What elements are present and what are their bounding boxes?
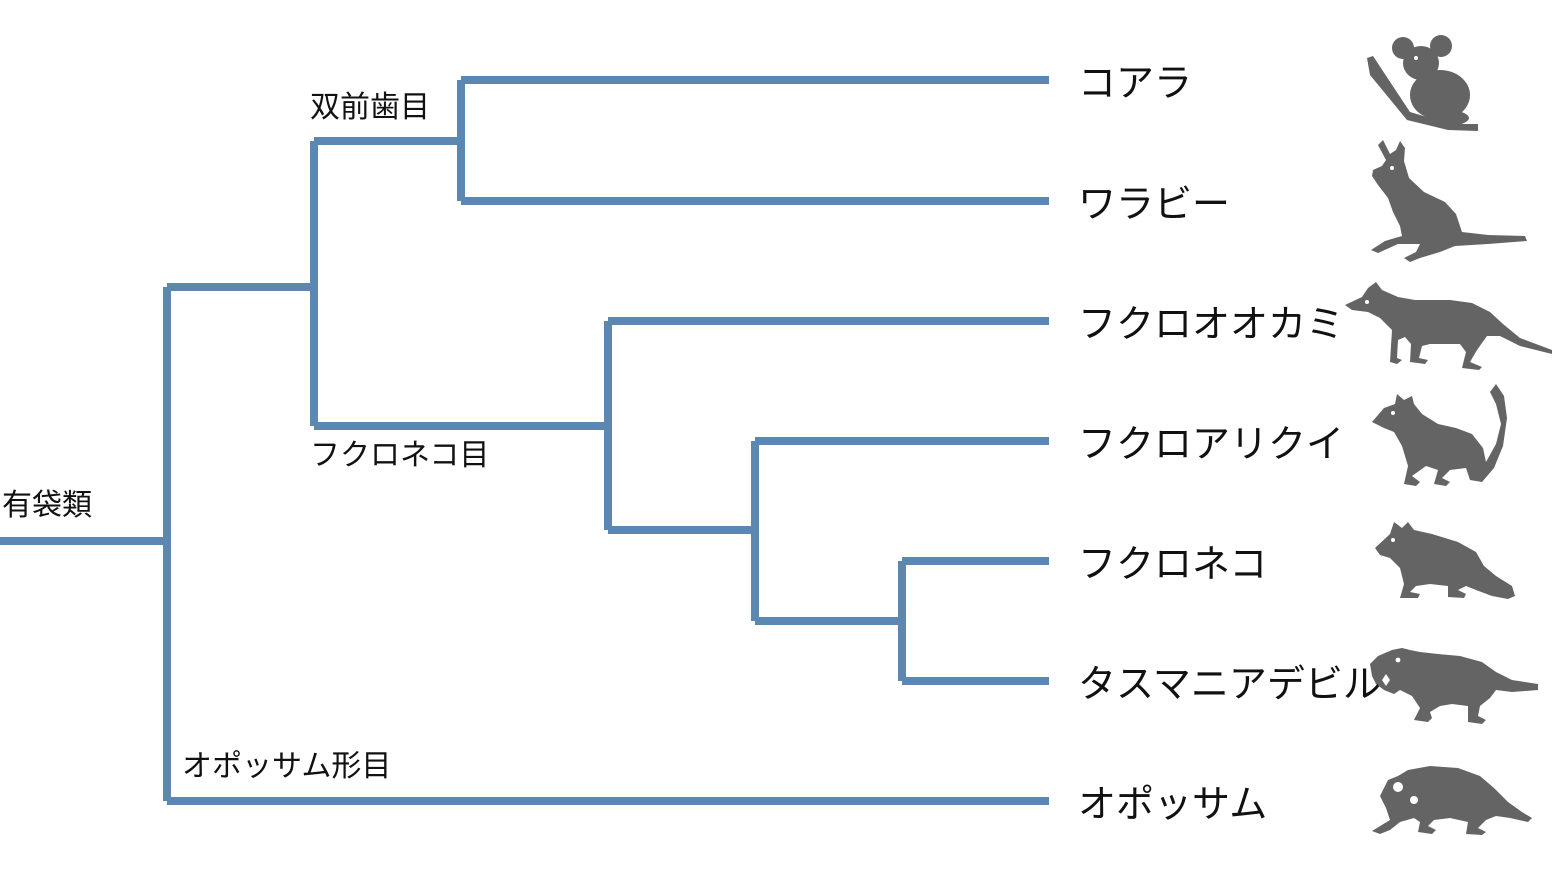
taxon-label-koala: コアラ <box>1078 61 1193 105</box>
tasmanian-devil-icon <box>1370 648 1538 724</box>
opossum-icon <box>1372 766 1532 835</box>
taxon-label-wallaby: ワラビー <box>1078 182 1231 226</box>
clade-label-didelphimorphia: オポッサム形目 <box>182 749 392 784</box>
tree-branches <box>0 76 1049 805</box>
taxon-label-thylacine: フクロオオカミ <box>1078 302 1345 346</box>
taxon-label-numbat: フクロアリクイ <box>1078 422 1345 466</box>
quoll-icon <box>1375 522 1515 599</box>
taxon-label-quoll: フクロネコ <box>1078 542 1268 586</box>
wallaby-icon <box>1371 140 1527 262</box>
taxon-label-tasmanian-devil: タスマニアデビル <box>1078 662 1381 706</box>
numbat-icon <box>1372 384 1507 486</box>
taxon-label-opossum: オポッサム <box>1078 782 1268 826</box>
clade-label-diprotodontia: 双前歯目 <box>310 90 430 125</box>
koala-icon <box>1367 35 1478 131</box>
root-label: 有袋類 <box>2 488 92 523</box>
thylacine-icon <box>1345 282 1552 370</box>
clade-label-dasyuromorphia: フクロネコ目 <box>310 438 490 473</box>
